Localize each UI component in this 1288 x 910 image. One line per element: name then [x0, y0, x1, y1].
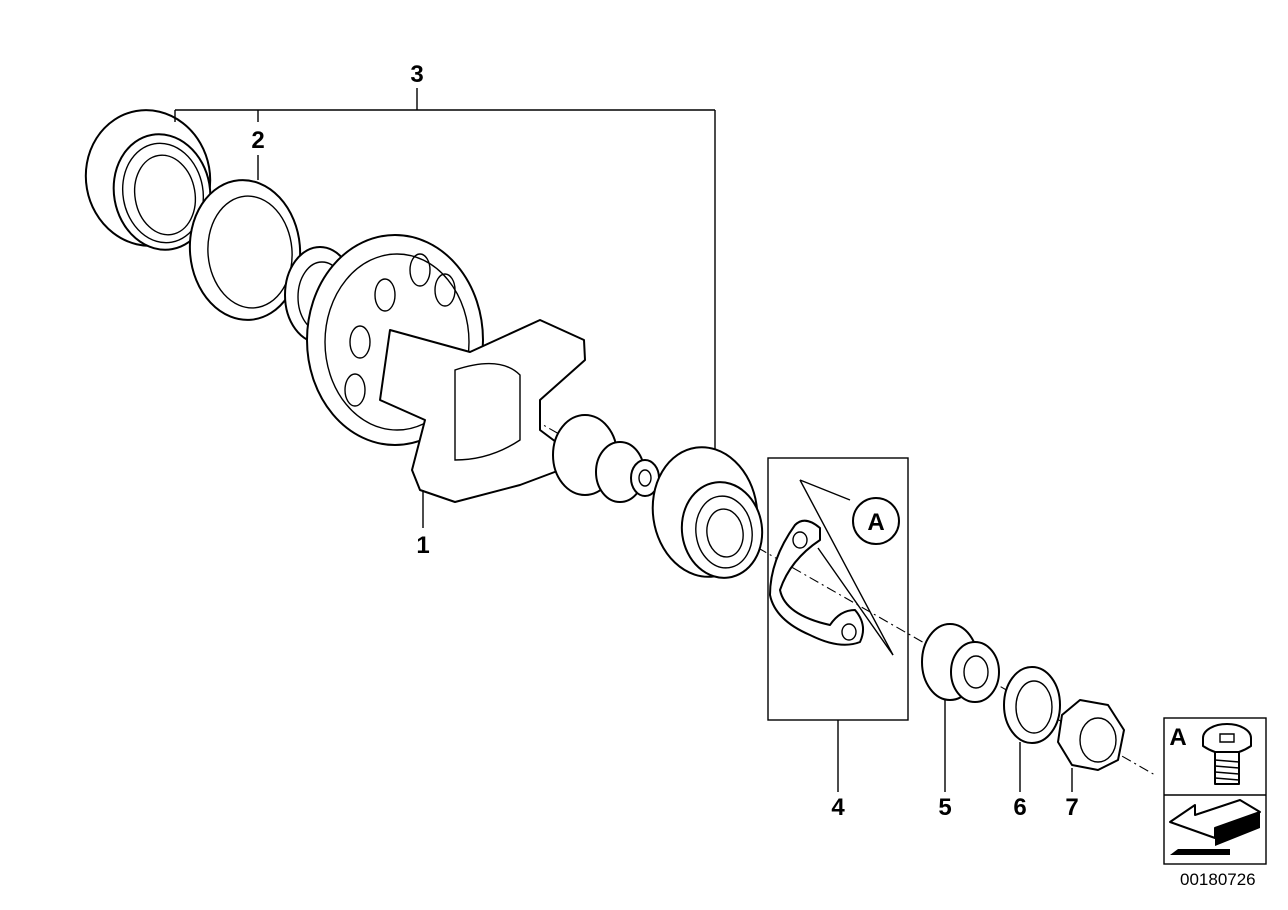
detail-a-label: A	[867, 509, 884, 536]
arrow-icon	[1169, 799, 1261, 855]
legend-box: A	[1163, 717, 1267, 865]
part-7-nut	[1057, 699, 1125, 771]
callout-7: 7	[1065, 768, 1079, 821]
callout-4-label: 4	[831, 794, 845, 821]
part-6-washer	[1003, 666, 1061, 744]
callout-2: 2	[251, 110, 265, 180]
callout-4: 4	[831, 720, 845, 821]
part-3-bearing-right	[651, 446, 764, 579]
callout-1: 1	[416, 490, 430, 559]
part-2-ring	[188, 179, 302, 321]
callout-7-label: 7	[1065, 794, 1078, 821]
reference-code: 00180726	[1180, 870, 1256, 889]
callout-5-label: 5	[938, 794, 951, 821]
detail-a-marker: A	[852, 497, 900, 545]
legend-a-label: A	[1169, 724, 1186, 751]
callout-1-label: 1	[416, 532, 429, 559]
callout-3-bracket: 3	[174, 61, 716, 450]
part-4-detail-box	[767, 457, 909, 721]
callout-6-label: 6	[1013, 794, 1026, 821]
part-5-bushing	[921, 623, 1000, 703]
callout-5: 5	[938, 700, 952, 821]
callout-6: 6	[1013, 742, 1027, 821]
callout-2-label: 2	[251, 127, 264, 154]
screw-icon	[1202, 723, 1252, 785]
part-1-crankshaft	[379, 319, 660, 503]
callout-3-label: 3	[410, 61, 423, 88]
part-3-bearing-left	[84, 109, 212, 251]
